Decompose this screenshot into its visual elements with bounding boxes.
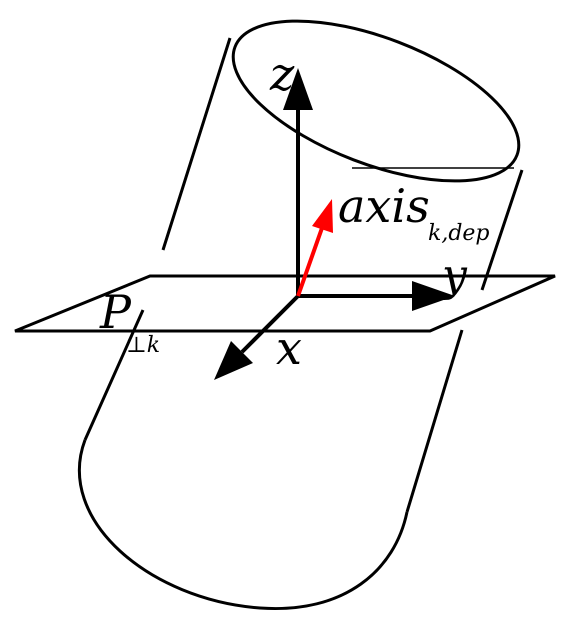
z-axis-label: z (269, 47, 295, 101)
z-axis-arrowhead (283, 68, 313, 110)
cylinder-left-side (83, 37, 232, 441)
axis-vector-label-subscript: k,dep (428, 221, 490, 246)
y-axis-arrowhead (412, 281, 455, 311)
cylinder-right-side (405, 169, 524, 513)
plane-p (14, 274, 556, 333)
plane-label-subscript: ⊥k (126, 333, 160, 358)
axis-vector-line (296, 227, 324, 297)
axis-vector-label: axis (338, 179, 430, 233)
x-axis-line (240, 294, 300, 354)
axis-vector-arrowhead (312, 199, 333, 233)
cylinder-top-ellipse (231, 19, 521, 183)
x-axis-label: x (276, 321, 302, 375)
cylinder-bottom-arc (77, 439, 409, 611)
plane-label: P (99, 285, 132, 339)
x-axis-arrowhead (214, 341, 253, 380)
y-axis-label: y (440, 250, 468, 301)
